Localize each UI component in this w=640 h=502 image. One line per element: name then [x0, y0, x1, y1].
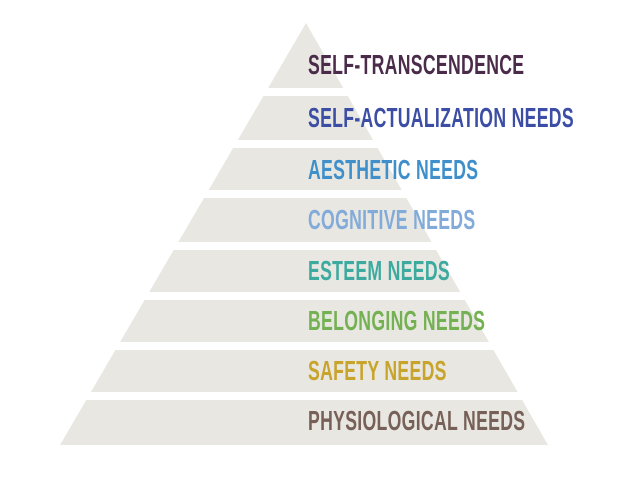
- level-divider: [0, 88, 640, 96]
- level-divider: [0, 190, 640, 198]
- level-label-safety: SAFETY NEEDS: [308, 355, 447, 386]
- level-label-physiological: PHYSIOLOGICAL NEEDS: [308, 405, 526, 436]
- level-divider: [0, 140, 640, 148]
- level-label-self-actualization: SELF-ACTUALIZATION NEEDS: [308, 102, 574, 133]
- level-label-self-transcendence: SELF-TRANSCENDENCE: [308, 49, 525, 80]
- pyramid-triangle: [60, 23, 548, 445]
- level-divider: [0, 242, 640, 250]
- level-label-esteem: ESTEEM NEEDS: [308, 255, 450, 286]
- level-label-cognitive: COGNITIVE NEEDS: [308, 204, 476, 235]
- level-divider: [0, 342, 640, 350]
- level-label-belonging: BELONGING NEEDS: [308, 305, 486, 336]
- level-divider: [0, 292, 640, 300]
- level-divider: [0, 392, 640, 400]
- level-label-aesthetic: AESTHETIC NEEDS: [308, 154, 479, 185]
